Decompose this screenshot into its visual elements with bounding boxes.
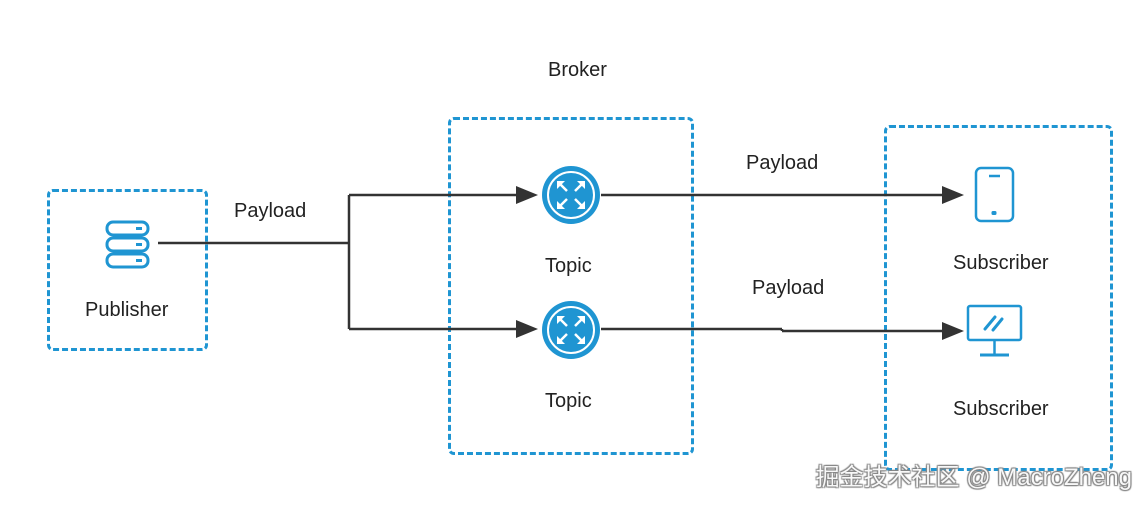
subscriber-label-2: Subscriber <box>953 398 1049 420</box>
database-server-icon <box>105 220 150 269</box>
topic-label-1: Topic <box>545 255 592 277</box>
topic-label-2: Topic <box>545 390 592 412</box>
desktop-monitor-icon <box>966 304 1023 357</box>
mobile-phone-icon <box>974 166 1015 223</box>
arrow-to-subscriber-2 <box>942 322 964 340</box>
router-arrows-icon <box>542 301 600 359</box>
payload-label-subscriber-1: Payload <box>746 152 819 174</box>
publisher-to-topics-connector <box>158 193 526 331</box>
topic-2-to-subscriber-2-line <box>601 327 950 333</box>
arrow-to-topic-1 <box>516 186 538 204</box>
publisher-label: Publisher <box>85 299 169 321</box>
broker-label: Broker <box>548 59 607 81</box>
publisher-box <box>47 189 208 351</box>
subscribers-box <box>884 125 1113 471</box>
arrow-to-topic-2 <box>516 320 538 338</box>
router-arrows-icon <box>542 166 600 224</box>
payload-label-subscriber-2: Payload <box>752 277 825 299</box>
watermark: 掘金技术社区 @ MacroZheng <box>815 464 1132 491</box>
arrow-to-subscriber-1 <box>942 186 964 204</box>
payload-label-publisher: Payload <box>234 200 307 222</box>
subscriber-label-1: Subscriber <box>953 252 1049 274</box>
broker-box <box>448 117 694 455</box>
